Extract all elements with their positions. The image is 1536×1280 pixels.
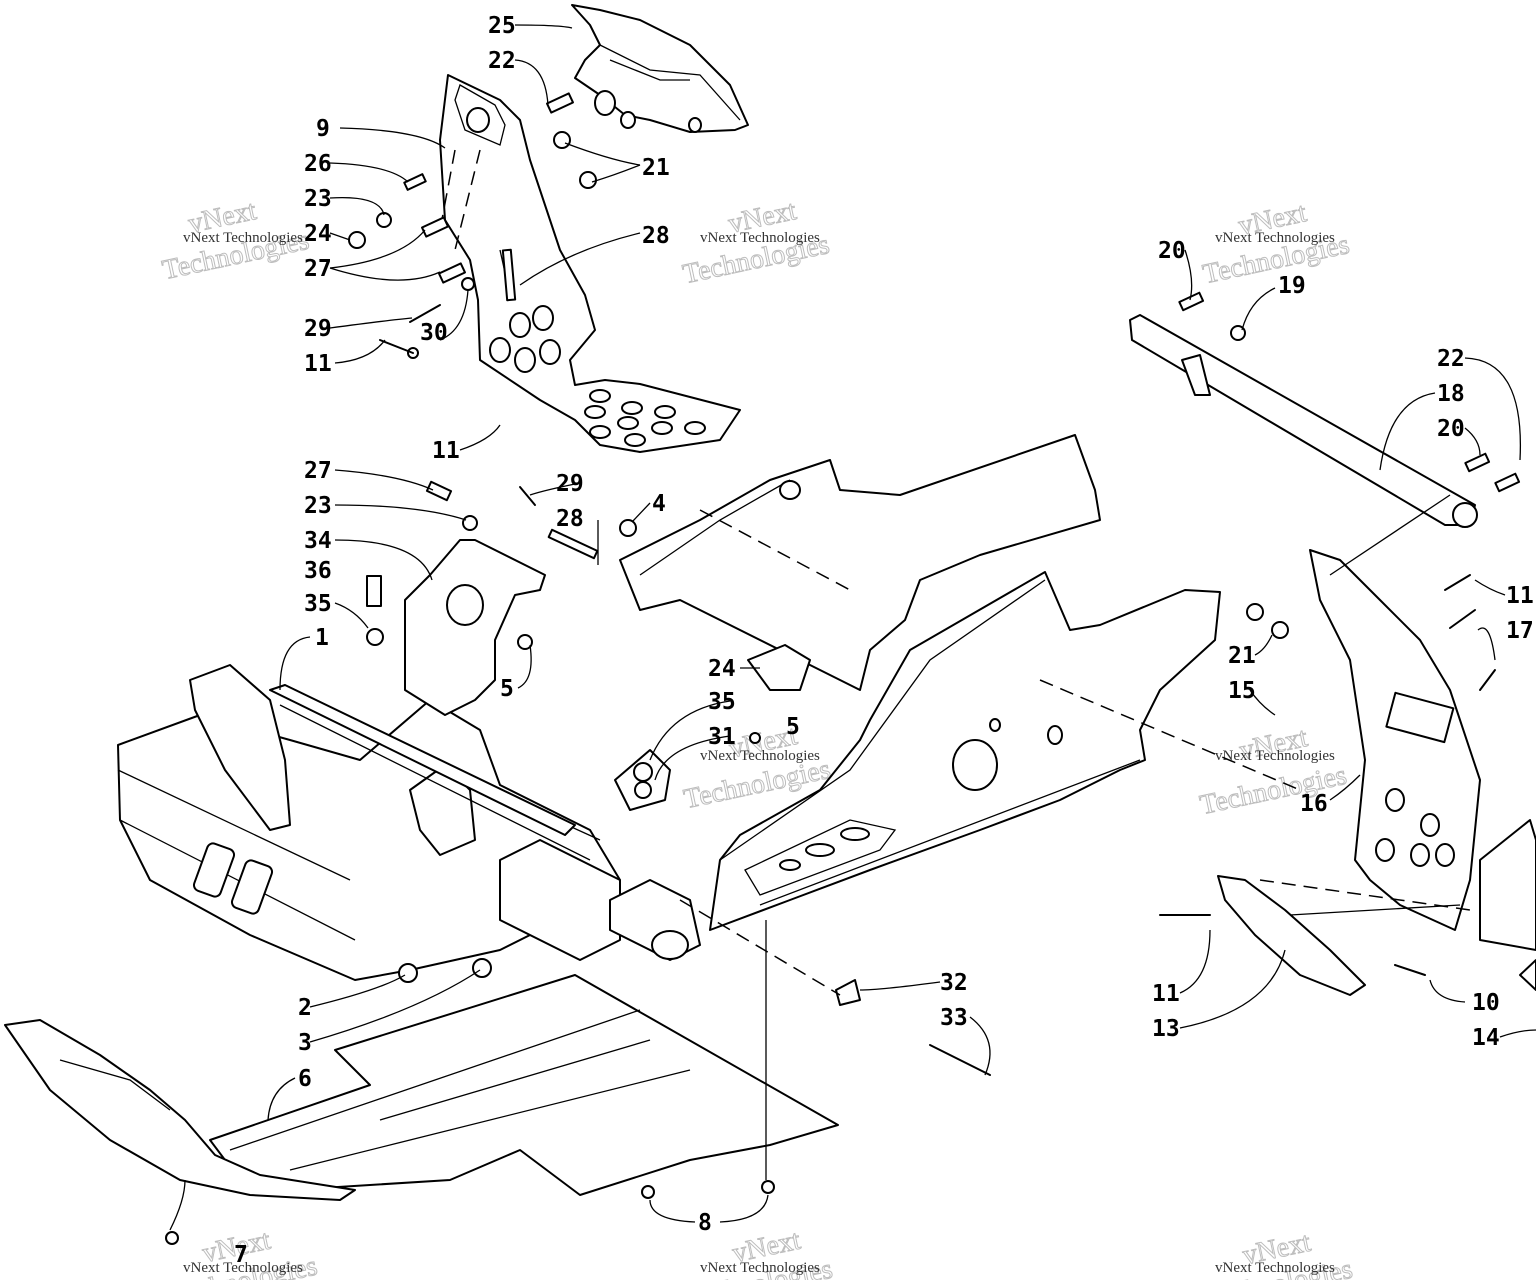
- label-1: 1: [315, 625, 329, 651]
- label-35: 35: [708, 689, 736, 715]
- part-rails: [269, 684, 701, 961]
- label-8: 8: [698, 1210, 712, 1236]
- label-28: 28: [556, 506, 584, 532]
- watermark-text: vNext Technologies: [183, 230, 303, 246]
- label-3: 3: [298, 1030, 312, 1056]
- label-11: 11: [1506, 583, 1534, 609]
- label-11: 11: [1152, 981, 1180, 1007]
- label-15: 15: [1228, 678, 1256, 704]
- hardware-left: [165, 480, 775, 1245]
- label-30: 30: [420, 320, 448, 346]
- label-35: 35: [304, 591, 332, 617]
- label-23: 23: [304, 493, 332, 519]
- part-belly-pan: [209, 974, 839, 1196]
- part-bracket-34: [404, 539, 546, 716]
- leader-lines: [169, 24, 1536, 1231]
- label-11: 11: [432, 438, 460, 464]
- label-2: 2: [298, 995, 312, 1021]
- watermark-text: vNext Technologies: [700, 230, 820, 246]
- label-19: 19: [1278, 273, 1306, 299]
- label-26: 26: [304, 151, 332, 177]
- hardware-right: [835, 291, 1521, 1076]
- part-right-edge: [1479, 819, 1536, 991]
- label-20: 20: [1437, 416, 1465, 442]
- label-23: 23: [304, 186, 332, 212]
- label-22: 22: [1437, 346, 1465, 372]
- label-9: 9: [316, 116, 330, 142]
- label-5: 5: [500, 676, 514, 702]
- label-24: 24: [708, 656, 736, 682]
- label-21: 21: [1228, 643, 1256, 669]
- part-front-frame: [117, 664, 621, 981]
- label-34: 34: [304, 528, 332, 554]
- part-bracket-mounts: [614, 644, 811, 811]
- label-22: 22: [488, 48, 516, 74]
- label-7: 7: [234, 1242, 248, 1268]
- label-20: 20: [1158, 238, 1186, 264]
- watermark-text: vNext Technologies: [700, 748, 820, 764]
- part-headlight-housing: [571, 4, 749, 133]
- watermark-text: vNext Technologies: [1215, 230, 1335, 246]
- label-10: 10: [1472, 990, 1500, 1016]
- watermark-text: vNext Technologies: [183, 1260, 303, 1276]
- assembly-lines: [679, 494, 1471, 1180]
- watermark-text: vNext Technologies: [700, 1260, 820, 1276]
- label-33: 33: [940, 1005, 968, 1031]
- label-27: 27: [304, 458, 332, 484]
- label-18: 18: [1437, 381, 1465, 407]
- label-16: 16: [1300, 791, 1328, 817]
- label-27: 27: [304, 256, 332, 282]
- label-21: 21: [642, 155, 670, 181]
- label-6: 6: [298, 1066, 312, 1092]
- label-36: 36: [304, 558, 332, 584]
- part-steering-support: [439, 74, 741, 453]
- label-5: 5: [786, 714, 800, 740]
- watermark-text: vNext Technologies: [1215, 748, 1335, 764]
- label-32: 32: [940, 970, 968, 996]
- watermark-text: vNext Technologies: [1215, 1260, 1335, 1276]
- part-labels: 25 22 9 26 23 24 27 28 21 29 30 11 11 27…: [234, 13, 1534, 1268]
- label-28: 28: [642, 223, 670, 249]
- label-31: 31: [708, 724, 736, 750]
- label-13: 13: [1152, 1016, 1180, 1042]
- label-29: 29: [304, 316, 332, 342]
- part-bracket-13: [1217, 875, 1366, 996]
- label-17: 17: [1506, 618, 1534, 644]
- part-chassis-tunnel: [709, 571, 1221, 931]
- label-29: 29: [556, 471, 584, 497]
- hardware-steering-support: [348, 92, 597, 359]
- label-14: 14: [1472, 1025, 1500, 1051]
- label-11: 11: [304, 351, 332, 377]
- label-4: 4: [652, 491, 666, 517]
- part-side-panel: [1309, 549, 1481, 931]
- label-25: 25: [488, 13, 516, 39]
- label-24: 24: [304, 221, 332, 247]
- part-skid-plate: [4, 1019, 356, 1201]
- part-cross-shaft: [1129, 314, 1478, 528]
